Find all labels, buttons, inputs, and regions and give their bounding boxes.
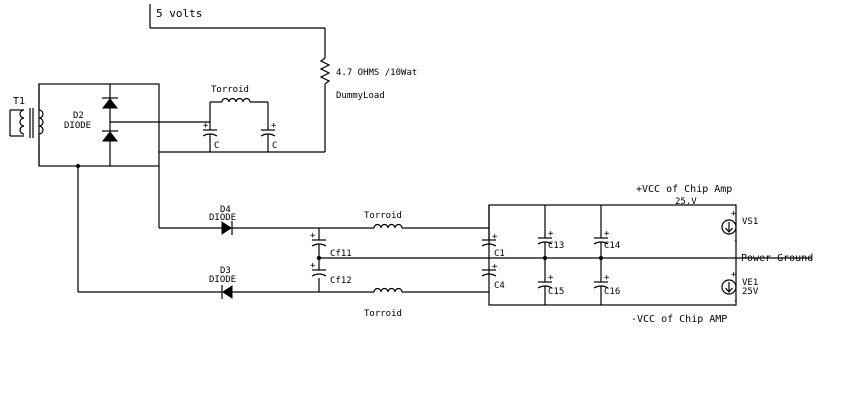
- dummy-load-label: DummyLoad: [336, 91, 385, 101]
- c16-plus: +: [604, 273, 610, 283]
- c1-plus: +: [492, 232, 498, 242]
- d4-ref-label: D4: [220, 205, 231, 215]
- c14-plus: +: [604, 229, 610, 239]
- c4-plus: +: [492, 262, 498, 272]
- negative-rail: [78, 278, 489, 299]
- vcc-pos-label: +VCC of Chip Amp: [636, 184, 732, 195]
- c14-label: C14: [604, 241, 620, 251]
- toroid-top-label: Torroid: [211, 85, 249, 95]
- toroid-bottom-label: Torroid: [364, 309, 402, 319]
- bridge-type-label: DIODE: [64, 121, 91, 131]
- cf-capacitors: [311, 239, 489, 277]
- cf12-label: Cf12: [330, 276, 352, 286]
- c16-label: C16: [604, 287, 620, 297]
- power-ground-label: Power Ground: [741, 253, 813, 264]
- cap-top-a-plus: +: [203, 121, 209, 131]
- resistor-value-label: 4.7 OHMS /10Wat: [336, 68, 417, 78]
- vs1-label: VS1: [742, 217, 758, 227]
- toroid-mid-label: Torroid: [364, 211, 402, 221]
- c15-label: C15: [548, 287, 564, 297]
- d3-ref-label: D3: [220, 266, 231, 276]
- cap-top-b-plus: +: [271, 121, 277, 131]
- cap-top-a-label: C: [214, 141, 219, 151]
- cf11-label: Cf11: [330, 249, 352, 259]
- vcc-neg-label: -VCC of Chip AMP: [631, 314, 727, 325]
- c13-label: C13: [548, 241, 564, 251]
- vs1-minus: -: [733, 236, 738, 246]
- ve1-plus: +: [731, 270, 737, 280]
- positive-rail: [159, 221, 489, 240]
- ve1-label: VE1: [742, 278, 758, 288]
- c15-plus: +: [548, 273, 554, 283]
- top-filter: [159, 97, 325, 153]
- bridge-rectifier-d2: [38, 83, 210, 292]
- supply-label: 5 volts: [156, 7, 202, 20]
- ve1-value: 25V: [742, 287, 759, 297]
- transformer-label: T1: [13, 96, 25, 107]
- d3-type-label: DIODE: [209, 275, 236, 285]
- voltmeters: [721, 219, 812, 295]
- cf12-plus: +: [310, 261, 316, 271]
- cf11-plus: +: [310, 231, 316, 241]
- bridge-ref-label: D2: [73, 111, 84, 121]
- c4-label: C4: [494, 281, 505, 291]
- output-bank: [481, 204, 737, 306]
- vcc-pos-value: 25.V: [675, 197, 697, 207]
- c13-plus: +: [548, 229, 554, 239]
- c1-label: C1: [494, 249, 505, 259]
- d4-type-label: DIODE: [209, 213, 236, 223]
- supply-wiring: [149, 4, 331, 152]
- ve1-minus: -: [733, 296, 738, 306]
- vs1-plus: +: [731, 209, 737, 219]
- cap-top-b-label: C: [272, 141, 277, 151]
